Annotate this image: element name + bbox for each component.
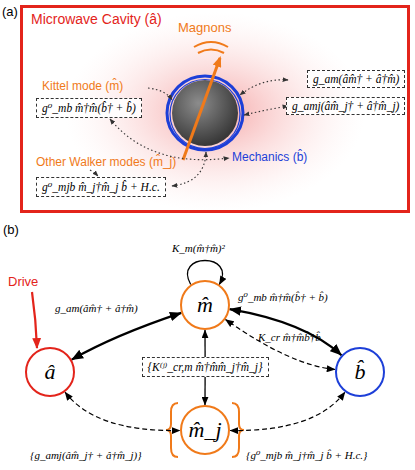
coupling-arrow [204,330,205,357]
mode-symbol: m̂_j [189,417,222,443]
coupling-box: g⁰_mb m̂†m̂(b̂† + b̂) [36,98,142,118]
edge-label: K_m(m̂†m̂)² [172,242,225,254]
coupling-box: g_am(âm̂† + â†m̂) [307,70,405,88]
mode-symbol: b̂ [355,359,366,385]
yig-sphere [172,80,238,146]
leader-line [172,152,206,186]
part-label: Magnons [178,20,231,35]
coupling-term: g⁰_mjb m̂_j†m̂_j b̂ + H.c. [42,181,160,193]
magnetization-arrow [183,58,220,160]
cavity-title: Microwave Cavity (â) [31,11,162,27]
mechanics-ring [170,80,240,149]
part-label: Other Walker modes (m̂_j) [36,155,176,169]
magnon-wave [194,42,228,47]
leader-line [244,106,288,115]
leader-line [90,170,98,176]
coupling-box: {K⁽ʲ⁾_cr,m m̂†m̂m̂_j†m̂_j} [142,357,269,377]
drive-label: Drive [8,274,38,289]
mode-circle: m̂_j [180,405,230,455]
magnon-wave [198,50,224,54]
coupling-arrow [230,309,342,355]
part-label: Mechanics (b̂) [232,150,307,164]
edge-label: g_am(âm̂† + â†m̂) [55,302,138,314]
coupling-term: g_am(âm̂† + â†m̂) [313,73,399,85]
leader-line [240,80,288,95]
mode-circle: â [25,347,75,397]
leader-line [148,88,172,100]
edge-label: g⁰_mb m̂†m̂(b̂† + b̂) [238,291,328,304]
coupling-arrow [72,313,182,360]
edge-label: {g_amj(âm̂_j† + â†m̂_j)} [30,449,142,461]
edge-label: K_cr m̂†m̂b̂†b̂ [258,331,321,343]
mechanics-ring [167,76,243,150]
panel-label: (a) [2,4,18,19]
coupling-arrow [204,377,205,405]
panel-label: (b) [3,222,19,237]
drive-arrow [32,292,37,348]
mode-circle: m̂ [180,280,230,330]
coupling-term: g_amj(âm̂_j† + â†m̂_j) [292,100,399,112]
mode-symbol: â [45,359,56,385]
part-label: Kittel mode (m̂) [42,79,123,93]
mode-symbol: m̂ [197,292,213,318]
edge-label: {g⁰_mjb m̂_j†m̂_j b̂ + H.c.} [246,449,367,462]
coupling-term: g⁰_mb m̂†m̂(b̂† + b̂) [42,102,136,114]
coupling-box: g_amj(âm̂_j† + â†m̂_j) [286,97,405,115]
coupling-box: g⁰_mjb m̂_j†m̂_j b̂ + H.c. [36,177,166,197]
leader-line [110,119,229,160]
dashed-coupling [230,392,345,431]
coupling-term: {K⁽ʲ⁾_cr,m m̂†m̂m̂_j†m̂_j} [148,361,263,373]
cavity-box: Microwave Cavity (â) g_am(âm̂† + â†m̂) g⁰_… [20,5,410,213]
dashed-coupling [65,392,180,431]
mode-circle: b̂ [335,347,385,397]
